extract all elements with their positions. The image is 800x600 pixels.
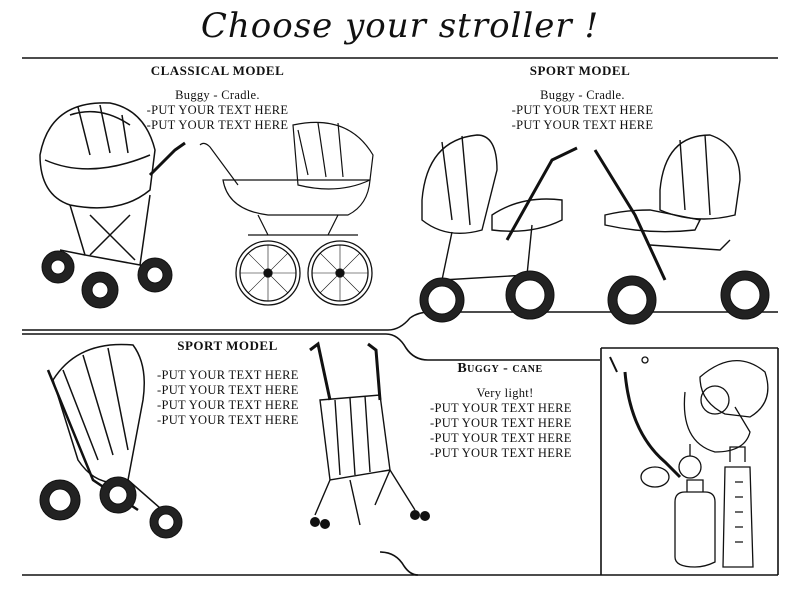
buggy-cane-description: Very light! -PUT YOUR TEXT HERE -PUT YOU… <box>430 386 580 461</box>
cane-line: Very light! <box>476 386 534 400</box>
sport-top-line: -PUT YOUR TEXT HERE <box>511 103 654 117</box>
cane-line: -PUT YOUR TEXT HERE <box>430 416 572 430</box>
sport-bottom-line: -PUT YOUR TEXT HERE <box>157 368 299 382</box>
sport-bottom-line: -PUT YOUR TEXT HERE <box>157 398 299 412</box>
sport-top-line: -PUT YOUR TEXT HERE <box>511 118 654 132</box>
classical-line: -PUT YOUR TEXT HERE <box>146 103 289 117</box>
buggy-cane-heading: Buggy - cane <box>457 361 543 376</box>
sport-stroller-illustration-right <box>590 120 775 330</box>
cane-stroller-illustration <box>300 340 430 529</box>
classical-pram-illustration <box>198 115 398 315</box>
sport-top-line: Buggy - Cradle. <box>540 88 625 102</box>
classical-stroller-illustration <box>30 95 200 315</box>
classical-line: -PUT YOUR TEXT HERE <box>146 118 289 132</box>
baby-accessories-illustration <box>605 352 775 572</box>
sport-bottom-line: -PUT YOUR TEXT HERE <box>157 413 299 427</box>
classical-model-description: Buggy - Cradle. -PUT YOUR TEXT HERE -PUT… <box>140 88 295 133</box>
sport-bottom-line: -PUT YOUR TEXT HERE <box>157 383 299 397</box>
sport-stroller-illustration-left <box>412 120 587 330</box>
sport-model-heading-bottom: SPORT MODEL <box>177 338 278 353</box>
sport-model-description-top: Buggy - Cradle. -PUT YOUR TEXT HERE -PUT… <box>505 88 660 133</box>
cane-line: -PUT YOUR TEXT HERE <box>430 446 572 460</box>
page-title: Choose your stroller ! <box>200 6 600 46</box>
three-wheel-stroller-illustration <box>38 340 198 540</box>
cane-line: -PUT YOUR TEXT HERE <box>430 431 572 445</box>
classical-model-heading: CLASSICAL MODEL <box>150 63 285 78</box>
sport-model-description-bottom: -PUT YOUR TEXT HERE -PUT YOUR TEXT HERE … <box>157 368 307 428</box>
sport-model-heading-top: SPORT MODEL <box>529 63 631 78</box>
classical-line: Buggy - Cradle. <box>175 88 260 102</box>
cane-line: -PUT YOUR TEXT HERE <box>430 401 572 415</box>
